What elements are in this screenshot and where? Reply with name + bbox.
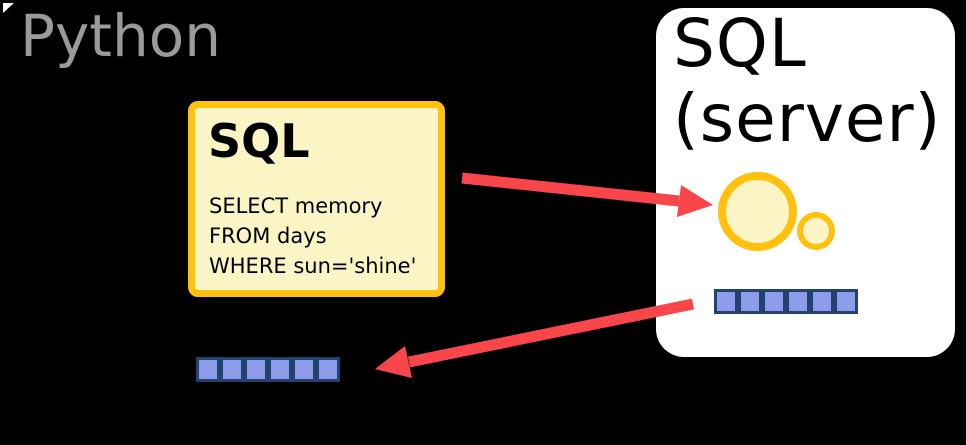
memory-block	[762, 289, 786, 314]
memory-block	[292, 357, 316, 382]
database-circle-large-icon	[718, 172, 797, 251]
memory-block	[834, 289, 858, 314]
server-title-line2: (server)	[673, 80, 942, 157]
python-label: Python	[20, 2, 222, 70]
sql-code-line: WHERE sun='shine'	[209, 254, 417, 278]
sql-query-card: SQL SELECT memory FROM days WHERE sun='s…	[188, 101, 445, 297]
sql-server-panel: SQL (server)	[656, 6, 955, 357]
result-arrow-head-icon	[375, 346, 412, 378]
sql-code-block: SELECT memory FROM days WHERE sun='shine…	[209, 191, 416, 281]
memory-block	[220, 357, 244, 382]
memory-block	[244, 357, 268, 382]
python-memory-blocks-row	[196, 357, 340, 382]
memory-block	[196, 357, 220, 382]
query-card-title: SQL	[208, 114, 310, 168]
server-memory-blocks-row	[714, 289, 858, 314]
result-arrow	[375, 298, 695, 378]
memory-block	[714, 289, 738, 314]
query-arrow-shaft	[461, 172, 680, 207]
server-title-line1: SQL	[673, 5, 807, 82]
memory-block	[316, 357, 340, 382]
memory-block	[268, 357, 292, 382]
database-circle-small-icon	[797, 212, 835, 250]
corner-mark	[3, 3, 14, 13]
result-arrow-shaft	[407, 298, 695, 368]
sql-code-line: SELECT memory	[209, 194, 383, 218]
memory-block	[786, 289, 810, 314]
server-panel-title: SQL (server)	[673, 6, 941, 156]
memory-block	[810, 289, 834, 314]
memory-block	[738, 289, 762, 314]
sql-code-line: FROM days	[209, 224, 327, 248]
